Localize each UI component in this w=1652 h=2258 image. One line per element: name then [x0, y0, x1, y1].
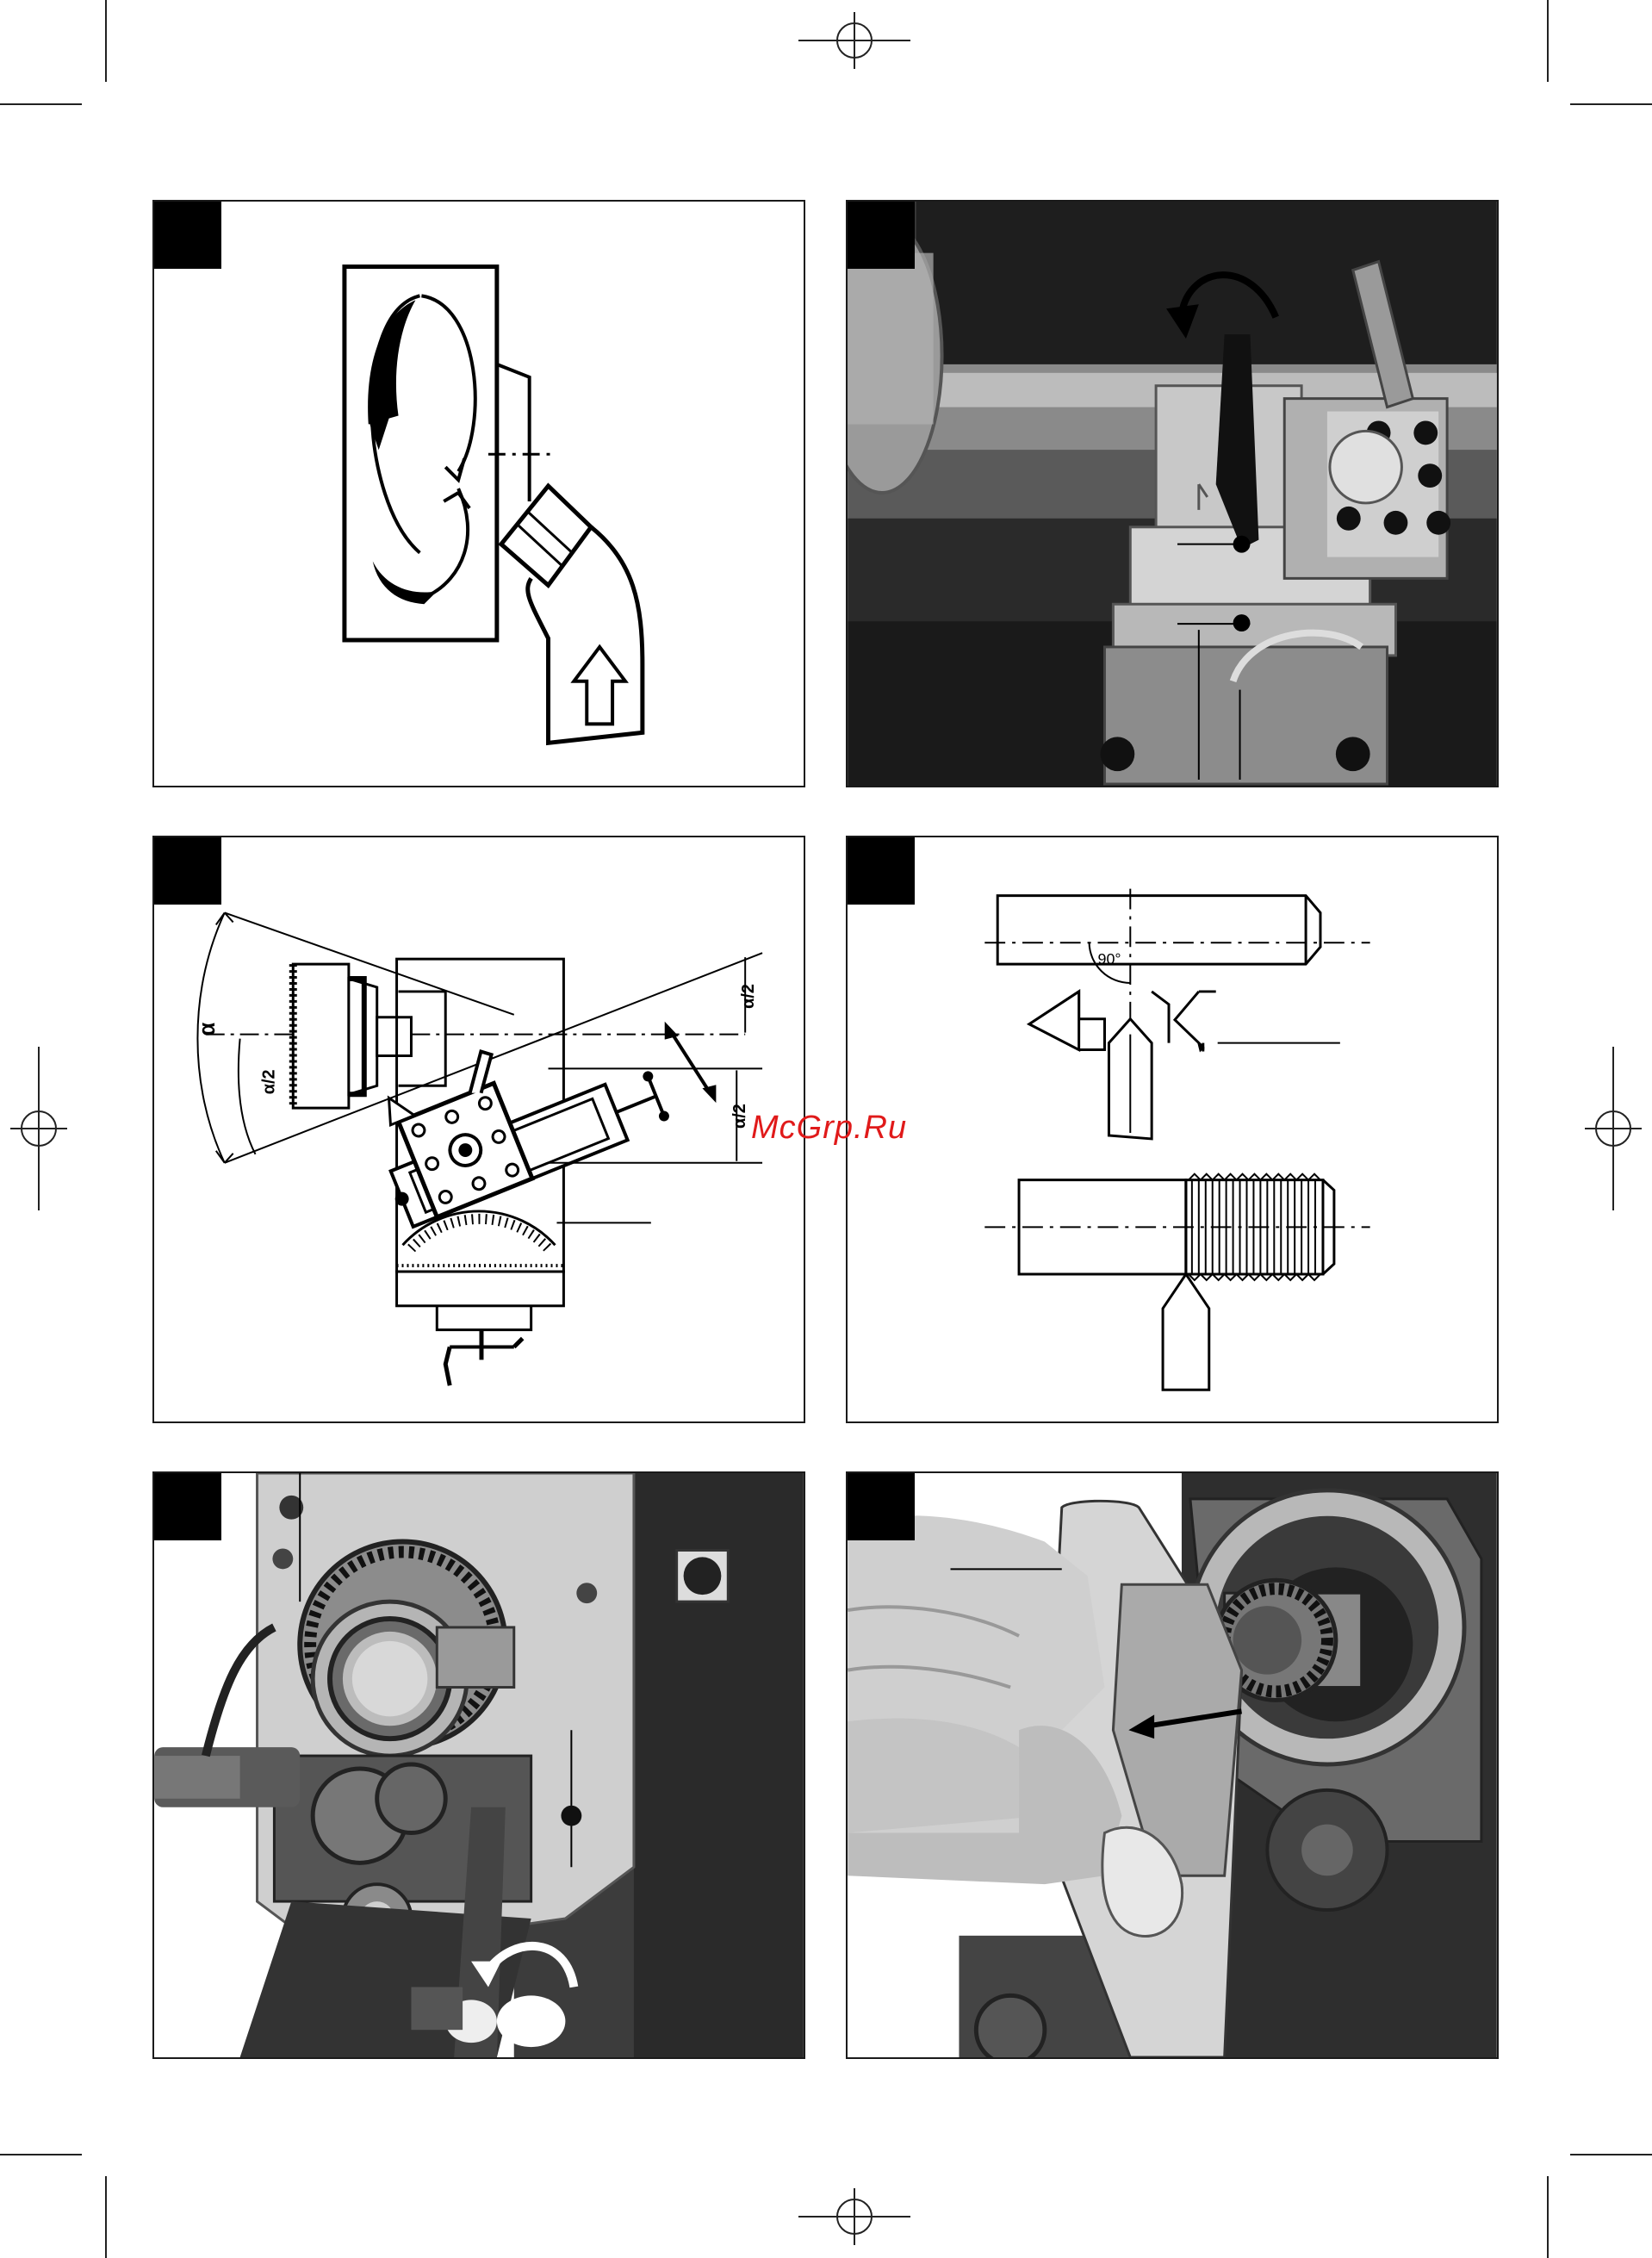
figure-panel-2 [846, 200, 1499, 787]
figure-number-tab [848, 202, 915, 269]
registration-mark-icon [10, 1047, 67, 1210]
figure-panel-1 [152, 200, 805, 787]
crop-mark [0, 103, 82, 105]
half-alpha-label-top: α/2 [739, 984, 758, 1009]
half-alpha-label-right: α/2 [730, 1104, 749, 1129]
crop-mark [105, 0, 107, 82]
crop-mark [1547, 0, 1549, 82]
crop-mark [1570, 2154, 1652, 2155]
taper-turning-diagram: α α/2 α/2 α/2 [154, 837, 804, 1421]
crop-mark [1547, 2176, 1549, 2258]
figure-number-tab [848, 837, 915, 905]
figure-panel-5 [152, 1471, 805, 2059]
half-alpha-label-left: α/2 [259, 1069, 278, 1094]
crop-mark [105, 2176, 107, 2258]
alpha-label: α [196, 1023, 220, 1036]
registration-mark-icon [1585, 1047, 1642, 1210]
crop-mark [0, 2154, 82, 2155]
registration-mark-icon [798, 2188, 910, 2245]
registration-mark-icon [798, 12, 910, 69]
figure-number-tab [154, 202, 221, 269]
figure-panel-4: 90° [846, 836, 1499, 1423]
figure-panel-3: α α/2 α/2 α/2 [152, 836, 805, 1423]
gearbox-cover-photo [154, 1473, 804, 2057]
crop-mark [1570, 103, 1652, 105]
thread-cutting-diagram: 90° [848, 837, 1497, 1421]
figure-panel-6 [846, 1471, 1499, 2059]
figure-number-tab [154, 1473, 221, 1540]
rotation-direction-diagram [154, 202, 804, 786]
figure-number-tab [154, 837, 221, 905]
right-angle-label: 90° [1098, 950, 1121, 967]
cover-removal-photo [848, 1473, 1497, 2057]
figure-number-tab [848, 1473, 915, 1540]
watermark-text: McGrp.Ru [751, 1110, 907, 1147]
tool-post-photo [848, 202, 1497, 786]
